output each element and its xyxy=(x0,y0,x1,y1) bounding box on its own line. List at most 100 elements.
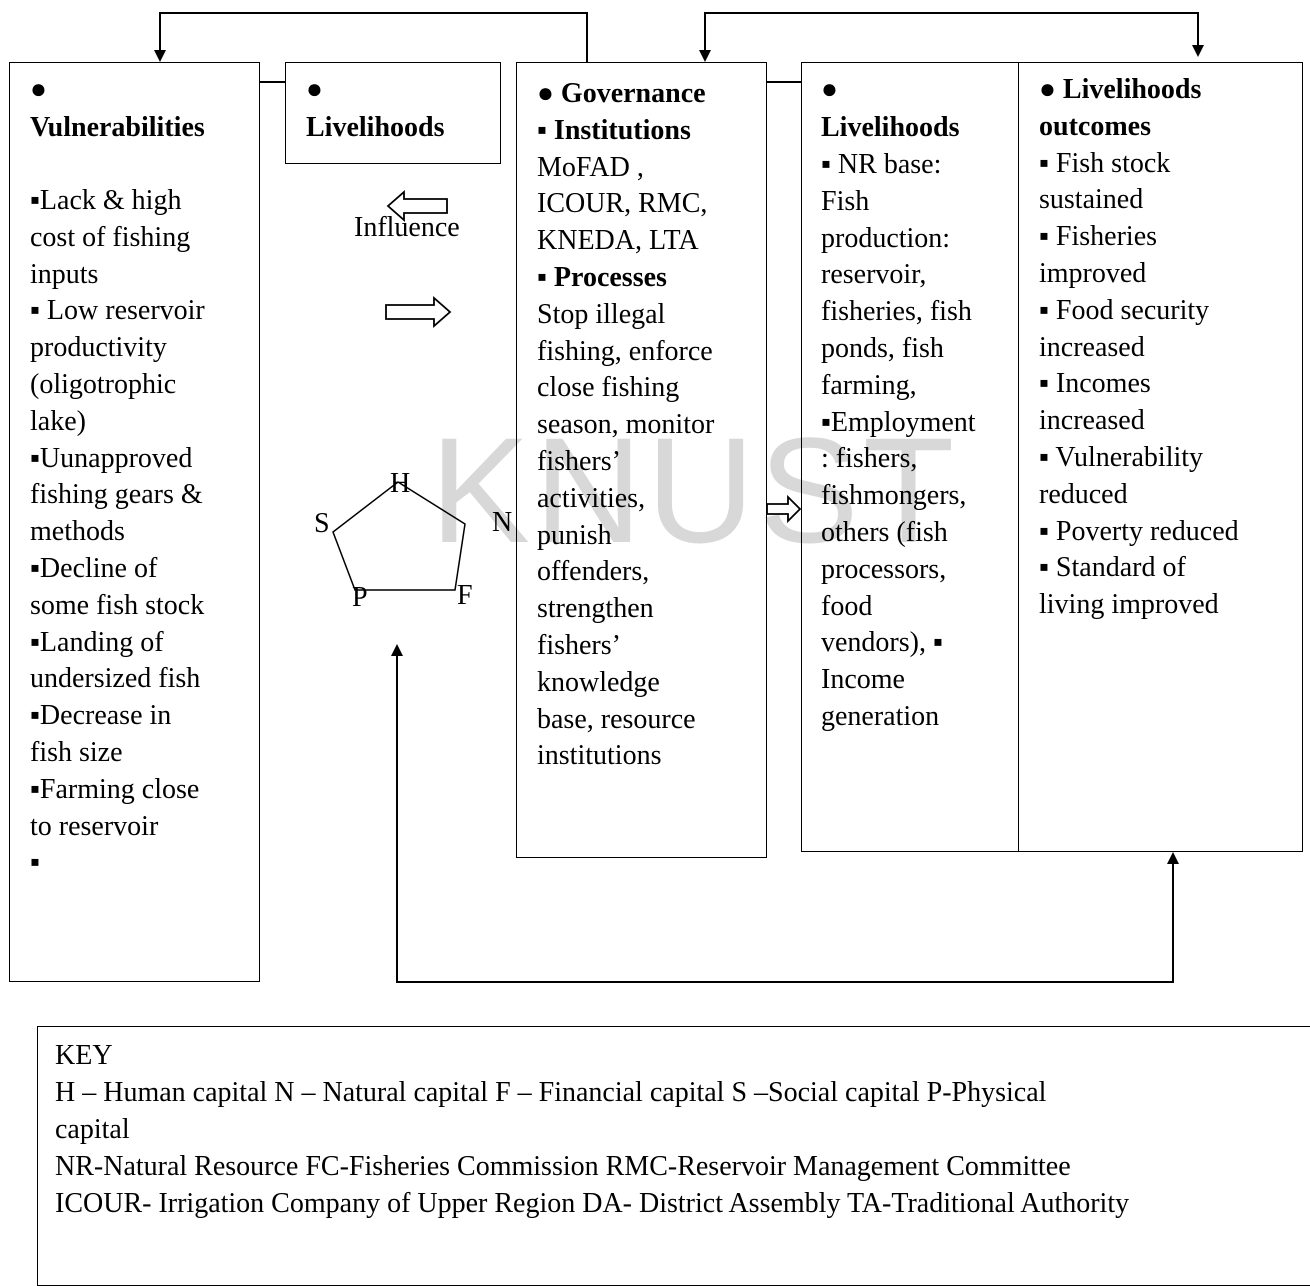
list-item: fish size xyxy=(30,736,123,768)
list-item: methods xyxy=(30,516,125,548)
list-item: ▪ Fish stock xyxy=(1039,147,1171,179)
list-item: ▪ Poverty reduced xyxy=(1039,515,1239,547)
list-item: cost of fishing xyxy=(30,221,191,253)
key-title: KEY xyxy=(55,1040,113,1071)
arrow-top-right-right xyxy=(1000,12,1204,57)
list-item: improved xyxy=(1039,257,1147,289)
outcomes-box xyxy=(1018,62,1303,852)
livelihoods-big-bullet: ● xyxy=(821,74,838,105)
list-item: ▪Decline of xyxy=(30,552,158,584)
list-item: sustained xyxy=(1039,184,1144,216)
list-item: fishing, enforce xyxy=(537,335,713,367)
list-item: ▪ Low reservoir xyxy=(30,295,205,327)
list-item: vendors), ▪ xyxy=(821,627,943,659)
list-item: fishmongers, xyxy=(821,480,967,512)
list-item: increased xyxy=(1039,331,1145,363)
livelihoods-big-title: Livelihoods xyxy=(821,112,960,143)
list-item: some fish stock xyxy=(30,589,205,621)
arrow-bottom-loop-left xyxy=(391,644,785,983)
list-item: reduced xyxy=(1039,478,1128,510)
outcomes-title-2: outcomes xyxy=(1039,110,1151,142)
list-item: others (fish xyxy=(821,516,948,548)
list-item: : fishers, xyxy=(821,443,918,475)
list-item: ▪ NR base: xyxy=(821,149,942,180)
key-line-3: NR-Natural Resource FC-Fisheries Commiss… xyxy=(55,1151,1071,1182)
list-item: strengthen xyxy=(537,593,654,625)
list-item: ▪Employment xyxy=(821,406,976,438)
list-item: close fishing xyxy=(537,372,680,404)
list-item: punish xyxy=(537,519,612,551)
list-item: base, resource xyxy=(537,703,696,735)
list-item: ▪ Fisheries xyxy=(1039,221,1158,253)
vulnerabilities-list: ▪Lack & high cost of fishing inputs ▪ Lo… xyxy=(30,183,205,882)
list-item: offenders, xyxy=(537,556,650,588)
influence-right-arrow xyxy=(385,296,452,328)
list-item: Fish xyxy=(821,185,870,217)
watermark-text: KNUST xyxy=(430,406,959,574)
list-item: Stop illegal xyxy=(537,298,666,330)
list-item: to reservoir xyxy=(30,810,159,842)
list-item: MoFAD , xyxy=(537,151,644,183)
list-item: ▪ xyxy=(30,847,40,879)
vulnerabilities-title: Vulnerabilities xyxy=(30,112,205,143)
pentagon-label-h: H xyxy=(390,468,411,499)
livelihoods-small-bullet: ● xyxy=(306,74,323,105)
governance-box xyxy=(516,62,767,858)
list-item: ICOUR, RMC, xyxy=(537,188,708,220)
list-item: undersized fish xyxy=(30,663,201,695)
key-line-4: ICOUR- Irrigation Company of Upper Regio… xyxy=(55,1188,1130,1219)
list-item: ▪Farming close xyxy=(30,773,200,805)
governance-title: ● Governance xyxy=(537,78,706,109)
list-item: ▪ Food security xyxy=(1039,294,1210,326)
arrow-top-left xyxy=(154,12,588,62)
list-item: fishers’ xyxy=(537,629,621,661)
key-line-1: H – Human capital N – Natural capital F … xyxy=(55,1077,1047,1108)
list-item: food xyxy=(821,590,873,622)
outcomes-title-1: ● Livelihoods xyxy=(1039,74,1202,105)
list-item: lake) xyxy=(30,405,86,437)
pentagon-label-s: S xyxy=(314,508,330,539)
pentagon-label-p: P xyxy=(352,582,368,613)
livelihoods-big-list: ▪ NR base: Fish production: reservoir, f… xyxy=(821,147,976,736)
list-item: institutions xyxy=(537,740,662,772)
pentagon-label-n: N xyxy=(492,507,513,538)
list-item: fishers’ xyxy=(537,445,621,477)
list-item: activities, xyxy=(537,482,646,514)
livelihoods-small-box xyxy=(285,62,501,164)
vulnerabilities-bullet: ● xyxy=(30,74,47,105)
list-item: ▪Decrease in xyxy=(30,700,172,732)
arrow-bottom-loop-right xyxy=(785,852,1179,983)
list-item: ▪ Standard of xyxy=(1039,552,1186,584)
outcomes-content: ● Livelihoods outcomes ▪ Fish stock sust… xyxy=(1039,72,1239,624)
list-item: processors, xyxy=(821,553,947,585)
vulnerabilities-box xyxy=(9,62,260,982)
list-item: production: xyxy=(821,222,951,254)
list-item: ▪Uunapproved xyxy=(30,442,193,474)
processes-title: ▪ Processes xyxy=(537,261,667,293)
list-item: productivity xyxy=(30,332,167,364)
asset-pentagon xyxy=(332,481,466,591)
list-item: living improved xyxy=(1039,589,1219,621)
list-item: (oligotrophic xyxy=(30,368,177,400)
list-item: ponds, fish xyxy=(821,332,944,364)
list-item: ▪Landing of xyxy=(30,626,164,658)
governance-content: ● Governance ▪ Institutions MoFAD , ICOU… xyxy=(537,76,714,775)
influence-label: Influence xyxy=(354,212,460,243)
list-item: season, monitor xyxy=(537,409,715,441)
gov-to-livelihoods-arrow xyxy=(766,494,802,524)
list-item: generation xyxy=(821,700,940,732)
livelihoods-small-title: Livelihoods xyxy=(306,112,445,143)
list-item: knowledge xyxy=(537,666,660,698)
list-item: ▪ Incomes xyxy=(1039,368,1151,400)
list-item: fisheries, fish xyxy=(821,296,972,328)
list-item: KNEDA, LTA xyxy=(537,225,699,257)
institutions-title: ▪ Institutions xyxy=(537,114,691,146)
list-item: increased xyxy=(1039,405,1145,437)
list-item: reservoir, xyxy=(821,259,927,291)
list-item: Income xyxy=(821,664,905,696)
list-item: inputs xyxy=(30,258,99,290)
list-item: ▪Lack & high xyxy=(30,185,182,216)
key-line-2: capital xyxy=(55,1114,130,1145)
arrow-top-right-left xyxy=(699,12,1000,62)
